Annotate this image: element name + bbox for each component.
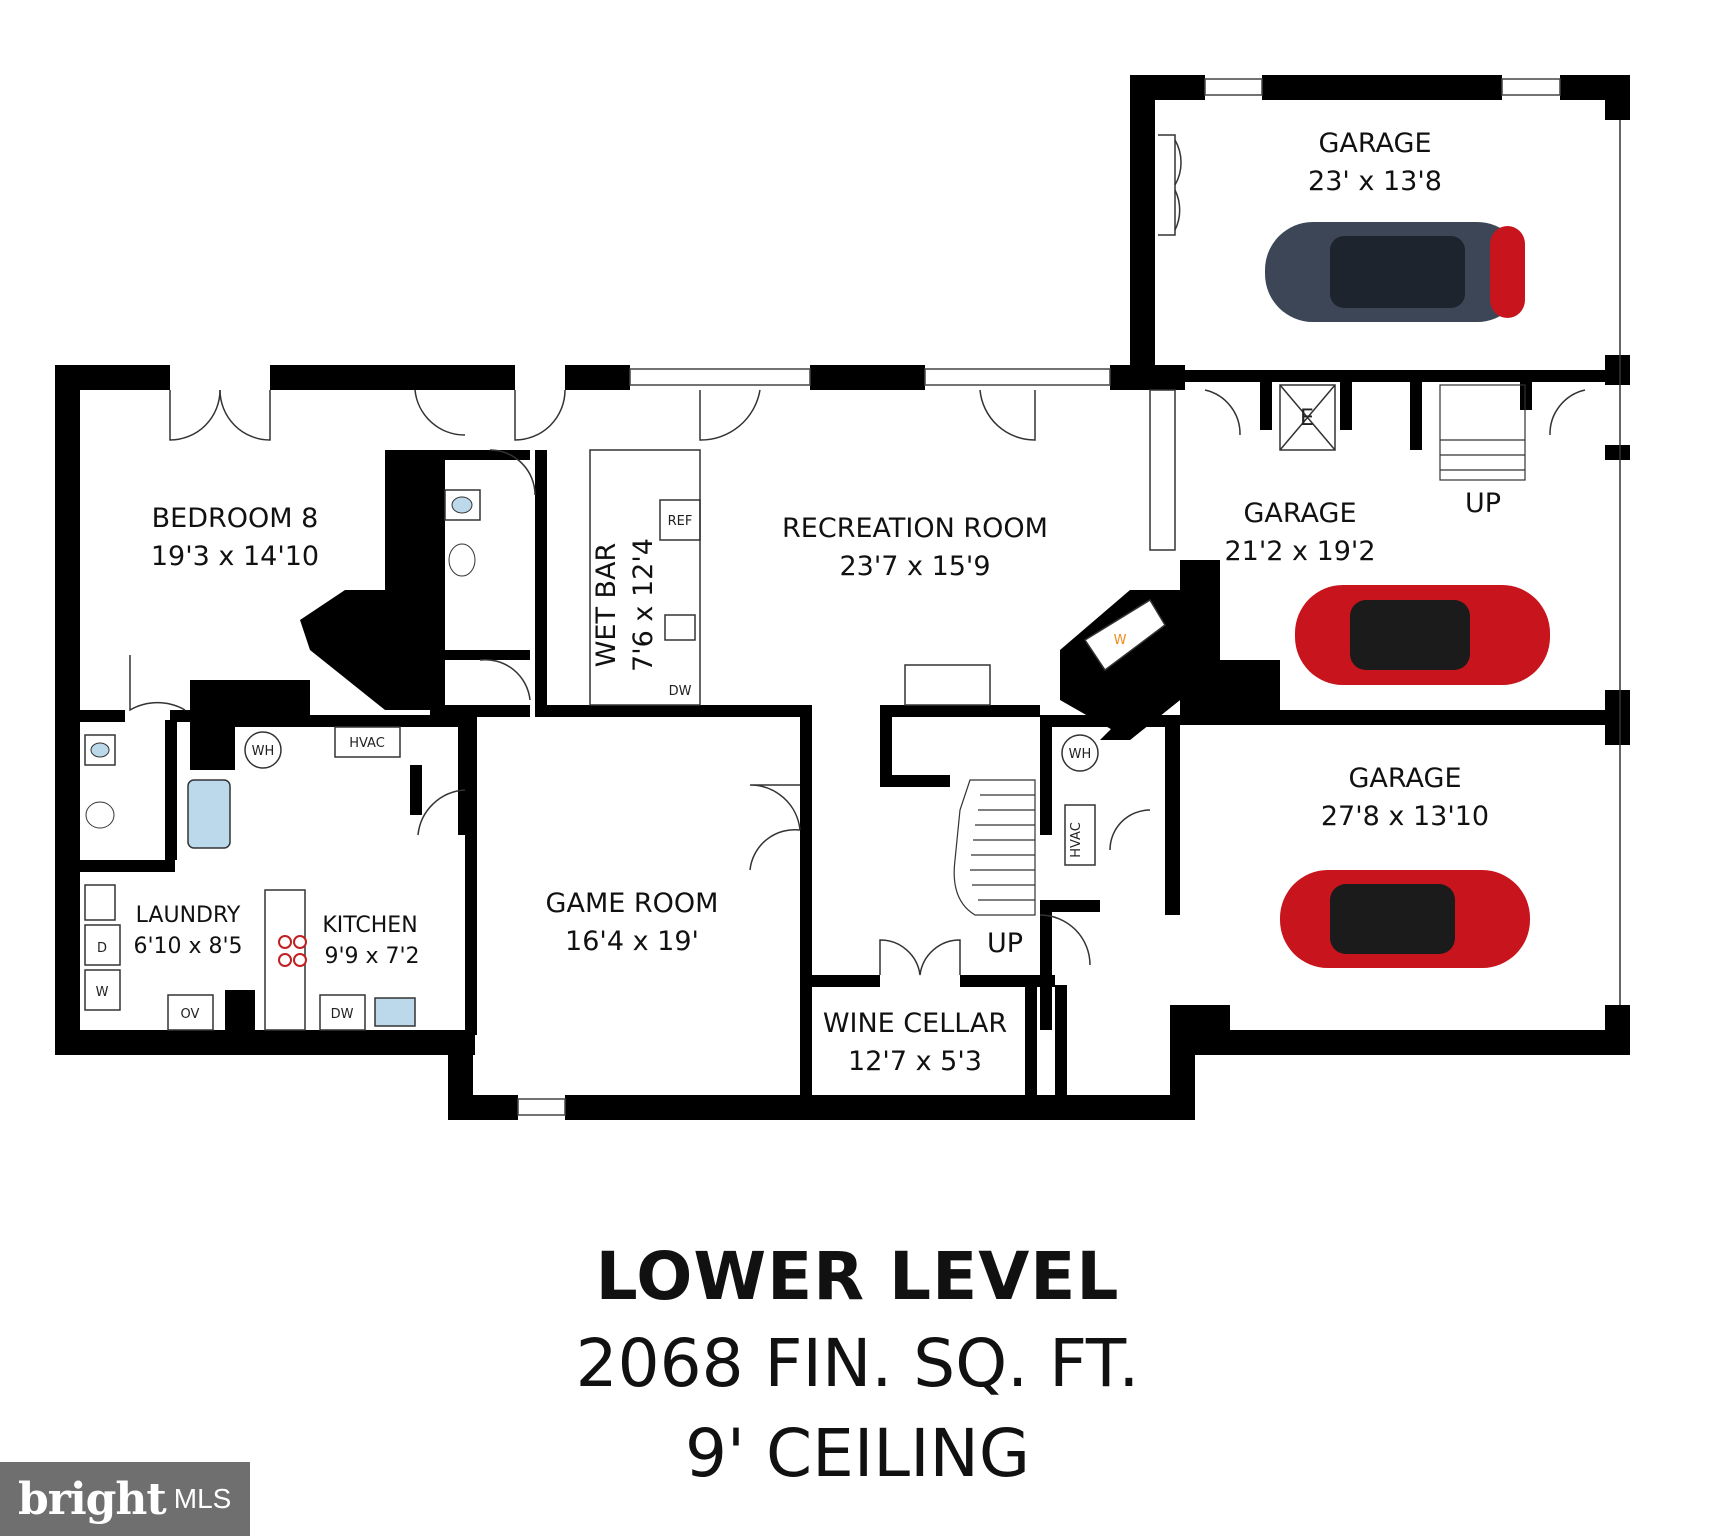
car-red-mid-icon <box>1295 585 1550 685</box>
recreation-dims: 23'7 x 15'9 <box>839 551 990 582</box>
hvac-left-label: HVAC <box>349 736 385 751</box>
up-label-garage: UP <box>1465 488 1501 519</box>
room-labels: GARAGE 23' x 13'8 GARAGE 21'2 x 19'2 GAR… <box>133 128 1501 1077</box>
garage-top-name: GARAGE <box>1318 128 1431 159</box>
washer-label: W <box>96 985 109 1000</box>
game-name: GAME ROOM <box>546 888 719 919</box>
fixtures: REF DW WH HVAC WH HVAC D W OV <box>84 384 1336 1031</box>
ref-label: REF <box>668 514 693 529</box>
fireplace-label: W <box>1114 633 1127 648</box>
kitchen-name: KITCHEN <box>322 913 417 938</box>
wine-dims: 12'7 x 5'3 <box>848 1046 982 1077</box>
elevator-label: E <box>1300 406 1314 431</box>
wet-bar-name: WET BAR <box>591 543 622 668</box>
bedroom-dims: 19'3 x 14'10 <box>151 541 319 572</box>
recreation-name: RECREATION ROOM <box>782 513 1048 544</box>
garage-bottom-name: GARAGE <box>1348 763 1461 794</box>
wet-bar-dims: 7'6 x 12'4 <box>628 538 659 672</box>
wine-name: WINE CELLAR <box>823 1008 1007 1039</box>
oven-label: OV <box>181 1007 200 1022</box>
bright-mls-logo: bright MLS <box>0 1462 250 1536</box>
garage-mid-name: GARAGE <box>1243 498 1356 529</box>
kitchen-dims: 9'9 x 7'2 <box>324 944 419 969</box>
dryer-label: D <box>97 941 107 956</box>
windows <box>517 78 1621 1116</box>
finished-sqft: 2068 FIN. SQ. FT. <box>575 1325 1140 1402</box>
up-label-stairs: UP <box>987 928 1023 959</box>
game-dims: 16'4 x 19' <box>565 926 699 957</box>
hvac-right-label: HVAC <box>1069 822 1084 858</box>
laundry-dims: 6'10 x 8'5 <box>133 934 242 959</box>
floor-title: LOWER LEVEL <box>595 1238 1120 1315</box>
kitchen-dw-label: DW <box>331 1007 354 1022</box>
wh-left-label: WH <box>252 744 275 759</box>
laundry-name: LAUNDRY <box>136 903 241 928</box>
wh-right-label: WH <box>1069 747 1092 762</box>
bedroom-name: BEDROOM 8 <box>152 503 319 534</box>
car-red-bottom-icon <box>1280 870 1530 968</box>
brand-text: bright <box>18 1473 167 1525</box>
wet-bar-dw-label: DW <box>669 684 692 699</box>
car-dark-icon <box>1265 222 1525 322</box>
garage-mid-dims: 21'2 x 19'2 <box>1224 536 1375 567</box>
stairs <box>953 384 1526 916</box>
interior-walls <box>55 365 1605 1105</box>
doors <box>129 134 1586 976</box>
ceiling-height: 9' CEILING <box>684 1415 1031 1492</box>
garage-top-dims: 23' x 13'8 <box>1308 166 1442 197</box>
exterior-walls <box>55 75 1630 1120</box>
garage-bottom-dims: 27'8 x 13'10 <box>1321 801 1489 832</box>
brand-suffix: MLS <box>173 1483 232 1514</box>
